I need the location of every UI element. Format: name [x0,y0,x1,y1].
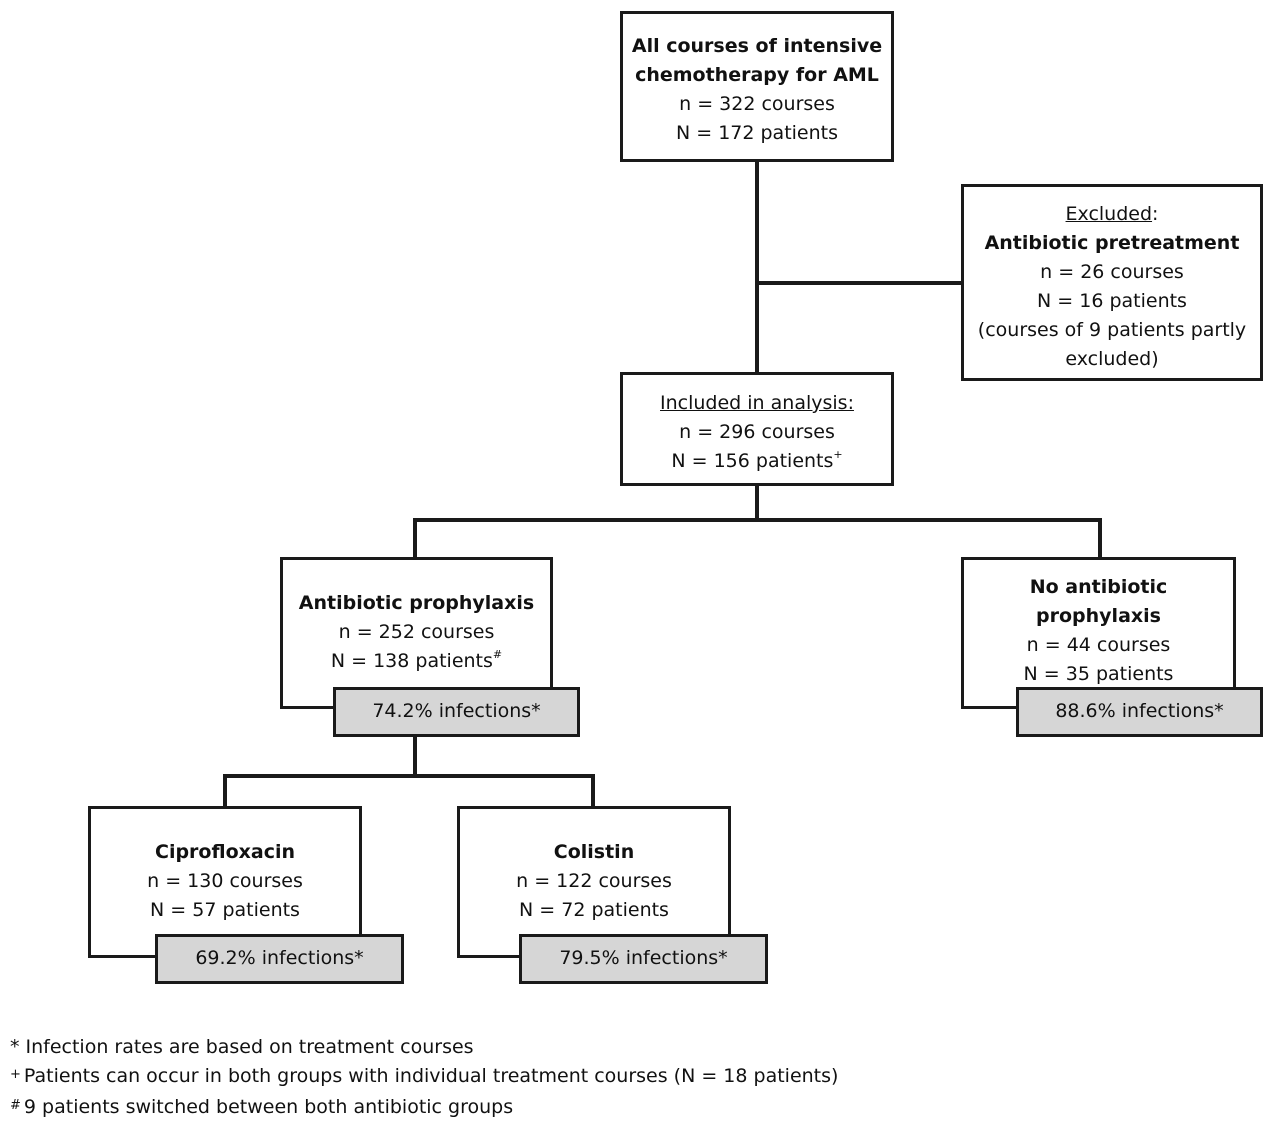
colistin-title: Colistin [553,841,635,863]
no-prophylaxis-title-line2: prophylaxis [1036,605,1161,627]
excluded-label-colon: : [1152,203,1159,225]
footnote-mark-plus: + [10,1067,21,1082]
no-prophylaxis-infection-rate: 88.6% infections* [1016,687,1263,737]
connector-excluded-horizontal [755,281,963,285]
all-courses-patients: N = 172 patients [675,122,839,144]
ciprofloxacin-infection-rate: 69.2% infections* [155,934,404,984]
colistin-courses: n = 122 courses [516,870,672,892]
no-prophylaxis-courses: n = 44 courses [1026,634,1171,656]
excluded-note-line1: (courses of 9 patients partly [977,319,1247,341]
no-prophylaxis-title-line1: No antibiotic [1029,576,1168,598]
all-courses-box: All courses of intensive chemotherapy fo… [620,11,894,162]
excluded-label: Excluded: [964,200,1260,229]
excluded-patients: N = 16 patients [1037,290,1187,312]
excluded-label-text: Excluded [1065,203,1153,225]
included-courses: n = 296 courses [679,421,835,443]
included-patients: N = 156 patients [671,450,834,472]
footnote-switched: #9 patients switched between both antibi… [10,1093,838,1124]
included-box: Included in analysis: n = 296 courses N … [620,372,894,486]
ciprofloxacin-title: Ciprofloxacin [155,841,295,863]
excluded-courses: n = 26 courses [1040,261,1184,283]
excluded-note-line2: excluded) [1065,348,1159,370]
footnote-text: Patients can occur in both groups with i… [23,1065,839,1087]
excluded-box: Excluded: Antibiotic pretreatment n = 26… [961,184,1263,381]
included-patients-line: N = 156 patients+ [623,447,891,476]
connector-split-horizontal [413,518,1102,522]
prophylaxis-patients: N = 138 patients [330,650,493,672]
connector-included-down [755,484,759,522]
colistin-box: Colistin n = 122 courses N = 72 patients [457,806,731,958]
footnote-both-groups: +Patients can occur in both groups with … [10,1062,838,1093]
included-label: Included in analysis: [660,392,854,414]
connector-cipro-down [223,774,227,808]
connector-split2-horizontal [223,774,595,778]
prophylaxis-courses: n = 252 courses [338,621,495,643]
ciprofloxacin-courses: n = 130 courses [147,870,303,892]
included-patients-mark: + [833,447,843,461]
connector-no-prophylaxis-down [1098,518,1102,559]
ciprofloxacin-patients: N = 57 patients [150,899,300,921]
all-courses-count: n = 322 courses [679,93,835,115]
excluded-title: Antibiotic pretreatment [984,232,1240,254]
footnote-infection-rates: *Infection rates are based on treatment … [10,1033,838,1062]
connector-colistin-down [591,774,595,808]
prophylaxis-box: Antibiotic prophylaxis n = 252 courses N… [280,557,553,709]
footnote-mark-hash: # [10,1098,21,1113]
prophylaxis-patients-mark: # [492,647,503,661]
footnotes: *Infection rates are based on treatment … [10,1033,838,1124]
prophylaxis-patients-line: N = 138 patients# [283,647,550,676]
all-courses-title-line1: All courses of intensive [631,35,883,57]
prophylaxis-infection-rate: 74.2% infections* [333,687,580,737]
connector-infection-down [413,735,417,776]
footnote-text: Infection rates are based on treatment c… [25,1036,474,1058]
connector-top-vertical [755,161,759,374]
footnote-text: 9 patients switched between both antibio… [23,1096,514,1118]
prophylaxis-title: Antibiotic prophylaxis [298,592,535,614]
no-prophylaxis-patients: N = 35 patients [1023,663,1174,685]
connector-prophylaxis-down [413,518,417,559]
all-courses-title-line2: chemotherapy for AML [635,64,879,86]
colistin-patients: N = 72 patients [519,899,669,921]
footnote-mark-star: * [10,1036,20,1058]
colistin-infection-rate: 79.5% infections* [519,934,768,984]
